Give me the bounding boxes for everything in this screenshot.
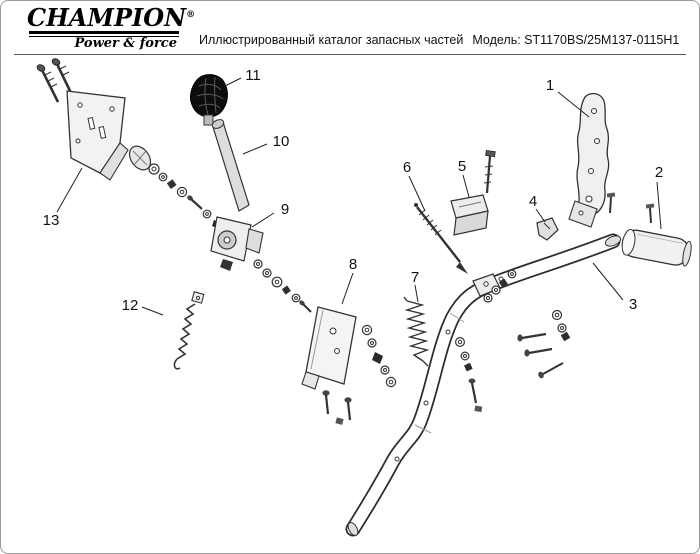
callout-5: 5	[458, 158, 466, 175]
leader-13	[56, 167, 83, 213]
callout-13: 13	[43, 212, 60, 229]
callout-3: 3	[629, 296, 637, 313]
callout-7: 7	[411, 269, 419, 286]
champion-logo: CHAMPION® Power & force	[27, 2, 195, 51]
part-10-shift-lever	[211, 119, 250, 212]
part-9-bracket-assembly	[210, 216, 264, 271]
fastener-cluster-tube-bend	[455, 337, 483, 413]
washer-chain-lower	[253, 259, 312, 313]
part-11-shift-knob	[189, 74, 228, 126]
fastener-cluster-right	[517, 309, 571, 379]
part-2-grip	[621, 229, 692, 267]
leader-3	[592, 262, 624, 301]
catalog-title: Иллюстрированный каталог запасных частей	[199, 33, 464, 47]
model-number: Модель: ST1170BS/25M137-0115H1	[472, 33, 680, 47]
catalog-title-line: Иллюстрированный каталог запасных частей…	[187, 33, 685, 51]
leader-10	[242, 143, 268, 155]
callout-2: 2	[655, 164, 663, 181]
washer-chain-upper	[128, 145, 221, 229]
brand-name: CHAMPION®	[27, 2, 195, 32]
leader-7	[414, 284, 419, 303]
leader-2	[656, 181, 662, 230]
callout-12: 12	[122, 297, 139, 314]
registered-mark: ®	[186, 9, 196, 20]
header-divider	[14, 54, 686, 55]
brand-tagline: Power & force	[74, 35, 178, 51]
brand-underline	[29, 30, 179, 37]
callout-8: 8	[349, 256, 357, 273]
callout-1: 1	[546, 77, 554, 94]
callout-9: 9	[281, 201, 289, 218]
part-1-handle-bracket	[568, 92, 655, 228]
leader-5	[462, 174, 470, 198]
part-4-clamp	[536, 217, 559, 241]
leader-12	[141, 306, 164, 316]
brand-text: CHAMPION	[27, 2, 187, 32]
part-13-bracket	[36, 58, 129, 181]
leader-1	[557, 91, 590, 118]
callouts: 1 2 3 4 5 6 7 8 9 10 11 12 13	[43, 67, 664, 314]
part-12-spring	[173, 291, 205, 370]
page-header: CHAMPION® Power & force Иллюстрированный…	[1, 1, 699, 54]
part-3-handlebar-tube	[345, 233, 622, 537]
fastener-chain-tube-top	[483, 269, 517, 303]
leader-lines	[56, 77, 662, 316]
callout-4: 4	[529, 193, 537, 210]
callout-11: 11	[245, 67, 261, 84]
part-8-mounting-plate	[301, 306, 397, 425]
leader-6	[408, 175, 426, 212]
part-5-channel-bracket	[450, 150, 496, 236]
leader-4	[535, 208, 546, 223]
leader-9	[251, 212, 275, 228]
part-6-cable-rod	[414, 203, 468, 274]
part-7-spring	[403, 296, 430, 367]
callout-10: 10	[273, 133, 290, 150]
leader-11	[224, 77, 242, 87]
leader-8	[341, 272, 354, 305]
callout-6: 6	[403, 159, 411, 176]
